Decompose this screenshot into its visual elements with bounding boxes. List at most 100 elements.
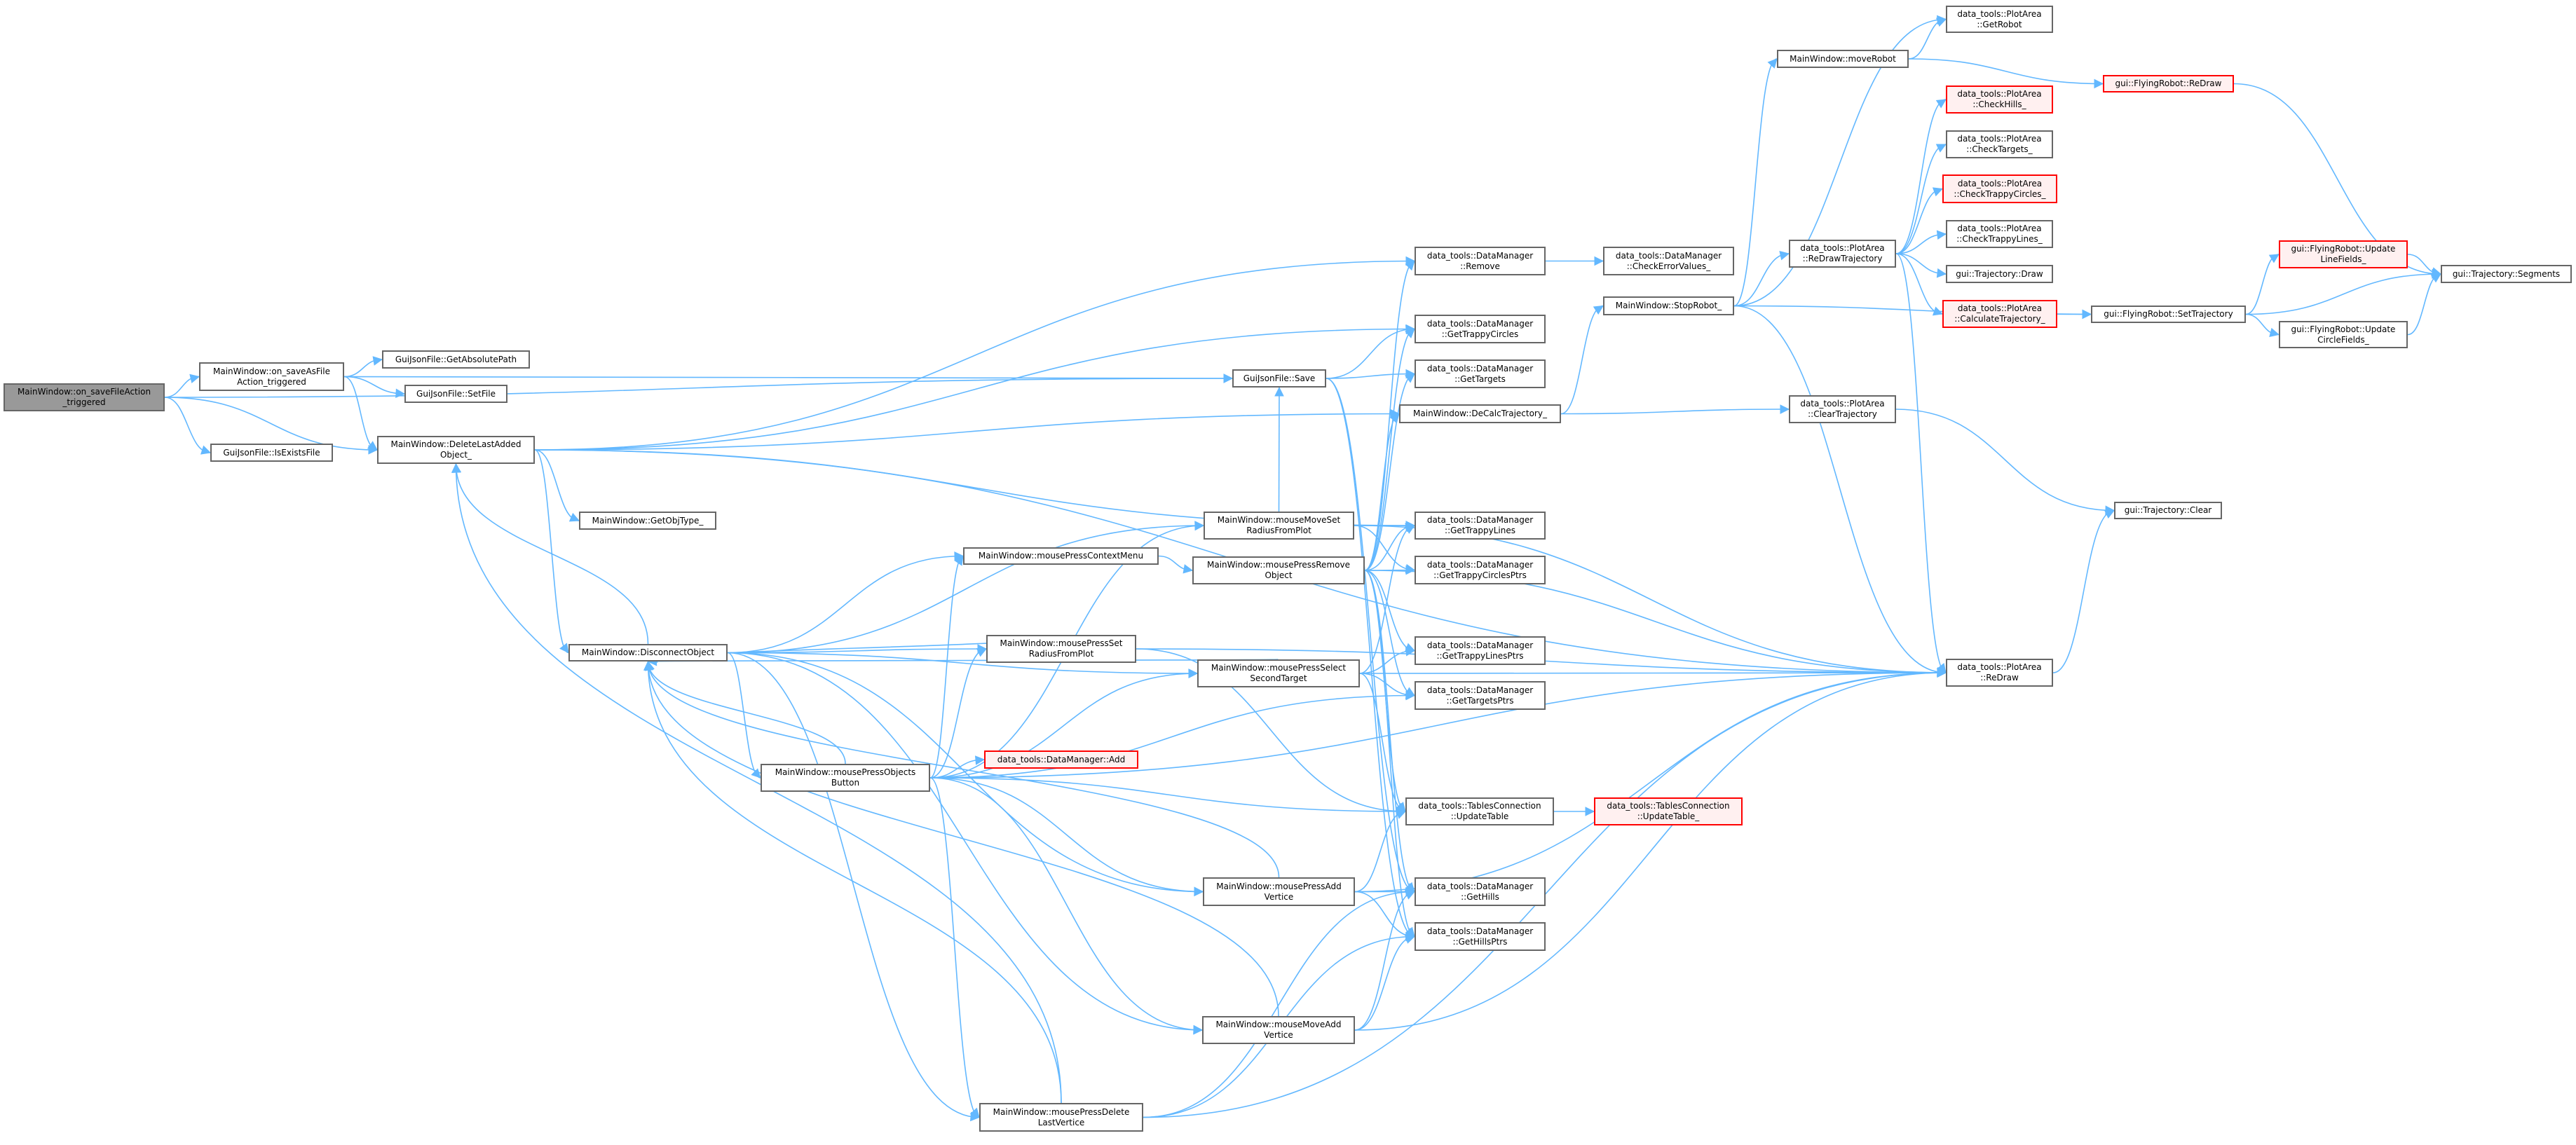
node-remove[interactable]: data_tools::DataManager ::Remove	[1415, 247, 1546, 275]
edge-objButton-to-targetsPtrs	[929, 694, 1415, 779]
node-hills-ptrs[interactable]: data_tools::DataManager ::GetHillsPtrs	[1415, 922, 1546, 951]
node-move-add-vertice[interactable]: MainWindow::mouseMoveAdd Vertice	[1202, 1016, 1355, 1044]
node-save-as-file[interactable]: MainWindow::on_saveAsFile Action_trigger…	[199, 362, 344, 391]
node-remove-obj[interactable]: MainWindow::mousePressRemove Object	[1192, 556, 1365, 584]
node-delete-last-vertice[interactable]: MainWindow::mousePressDelete LastVertice	[979, 1103, 1143, 1132]
edge-disconnect-to-moveAddVertice	[727, 652, 1203, 1031]
node-re-draw-traj[interactable]: data_tools::PlotArea ::ReDrawTrajectory	[1789, 240, 1896, 268]
node-delete-last[interactable]: MainWindow::DeleteLastAdded Object_	[377, 436, 535, 464]
node-targets[interactable]: data_tools::DataManager ::GetTargets	[1415, 359, 1546, 388]
node-trappy-lines-ptrs[interactable]: data_tools::DataManager ::GetTrappyLines…	[1415, 636, 1546, 665]
arrowhead-icon	[1194, 521, 1205, 531]
arrowhead-icon	[559, 643, 569, 654]
edge-objButton-to-updateTable	[929, 777, 1406, 812]
edge-moveAddVertice-to-hillsPtrs	[1354, 935, 1415, 1031]
node-targets-ptrs[interactable]: data_tools::DataManager ::GetTargetsPtrs	[1415, 681, 1546, 710]
node-trappy-lines[interactable]: data_tools::DataManager ::GetTrappyLines	[1415, 512, 1546, 540]
arrowhead-icon	[1936, 230, 1947, 240]
edge-objButton-to-ctxMenu	[929, 555, 964, 779]
arrowhead-icon	[1936, 268, 1947, 278]
node-update-table-u[interactable]: data_tools::TablesConnection ::UpdateTab…	[1594, 797, 1743, 825]
node-set-file[interactable]: GuiJsonFile::SetFile	[404, 385, 507, 403]
arrowhead-icon	[1935, 99, 1947, 109]
edge-disconnect-to-addVertice	[727, 652, 1204, 893]
arrowhead-icon	[954, 555, 964, 566]
arrowhead-icon	[976, 648, 988, 657]
node-segments[interactable]: gui::Trajectory::Segments	[2441, 265, 2572, 283]
arrowhead-icon	[1932, 306, 1944, 316]
edge-deleteLast-to-getObjType	[534, 449, 580, 521]
node-get-robot[interactable]: data_tools::PlotArea ::GetRobot	[1946, 6, 2053, 33]
node-move-set-radius[interactable]: MainWindow::mouseMoveSet RadiusFromPlot	[1204, 512, 1354, 540]
edge-pressSetRadius-to-updateTable	[1136, 648, 1406, 812]
edge-moveSetRadius-to-save	[1278, 387, 1280, 512]
arrowhead-icon	[1594, 256, 1604, 266]
node-obj-button[interactable]: MainWindow::mousePressObjects Button	[761, 764, 930, 792]
node-check-hills[interactable]: data_tools::PlotArea ::CheckHills_	[1946, 85, 2053, 114]
edge-disconnect-to-deleteLast	[455, 463, 649, 645]
node-move-robot[interactable]: MainWindow::moveRobot	[1777, 50, 1909, 68]
node-check-err[interactable]: data_tools::DataManager ::CheckErrorValu…	[1603, 247, 1734, 275]
edge-saveAsFile-to-save	[343, 376, 1233, 379]
arrowhead-icon	[2104, 509, 2115, 519]
arrowhead-icon	[1780, 404, 1790, 414]
arrowhead-icon	[1405, 328, 1415, 338]
node-get-abs-path[interactable]: GuiJsonFile::GetAbsolutePath	[382, 350, 530, 369]
node-trappy-circles-ptrs[interactable]: data_tools::DataManager ::GetTrappyCircl…	[1415, 556, 1546, 584]
arrowhead-icon	[1405, 260, 1415, 271]
node-set-traj[interactable]: gui::FlyingRobot::SetTrajectory	[2091, 306, 2246, 323]
node-hills[interactable]: data_tools::DataManager ::GetHills	[1415, 877, 1546, 906]
node-ctx-menu[interactable]: MainWindow::mousePressContextMenu	[963, 547, 1159, 565]
edge-reDrawTraj-to-checkHills	[1895, 99, 1947, 254]
node-plot-re-draw[interactable]: data_tools::PlotArea ::ReDraw	[1946, 659, 2053, 687]
node-clear-traj[interactable]: data_tools::PlotArea ::ClearTrajectory	[1789, 395, 1896, 423]
arrowhead-icon	[1935, 144, 1947, 153]
edge-deCalc-to-clearTraj	[1560, 409, 1790, 415]
node-stop-robot[interactable]: MainWindow::StopRobot_	[1603, 296, 1734, 315]
arrowhead-icon	[1937, 668, 1947, 678]
node-press-set-radius[interactable]: MainWindow::mousePressSet RadiusFromPlot	[986, 635, 1136, 663]
edge-reDrawTraj-to-checkTargets	[1895, 144, 1947, 254]
edge-objButton-to-moveAddVertice	[929, 777, 1203, 1031]
node-upd-line[interactable]: gui::FlyingRobot::Update LineFields_	[2279, 240, 2408, 268]
arrowhead-icon	[1405, 887, 1416, 897]
node-disconnect[interactable]: MainWindow::DisconnectObject	[568, 644, 728, 661]
node-de-calc[interactable]: MainWindow::DeCalcTrajectory_	[1399, 404, 1561, 423]
edge-moveRobot-to-robotReDraw	[1908, 58, 2104, 85]
node-calc-traj[interactable]: data_tools::PlotArea ::CalculateTrajecto…	[1942, 300, 2057, 328]
arrowhead-icon	[372, 356, 383, 366]
node-check-trappy-lines[interactable]: data_tools::PlotArea ::CheckTrappyLines_	[1946, 220, 2053, 248]
node-trappy-circles[interactable]: data_tools::DataManager ::GetTrappyCircl…	[1415, 315, 1546, 343]
arrowhead-icon	[395, 388, 406, 399]
arrowhead-icon	[1274, 386, 1284, 397]
node-add-vertice[interactable]: MainWindow::mousePressAdd Vertice	[1203, 877, 1355, 906]
node-is-exists[interactable]: GuiJsonFile::IsExistsFile	[210, 444, 333, 462]
node-save[interactable]: GuiJsonFile::Save	[1232, 369, 1326, 388]
edge-saveFile-to-deleteLast	[164, 397, 378, 451]
node-check-targets[interactable]: data_tools::PlotArea ::CheckTargets_	[1946, 130, 2053, 158]
arrowhead-icon	[367, 441, 378, 451]
node-select-second[interactable]: MainWindow::mousePressSelect SecondTarge…	[1197, 659, 1360, 687]
node-robot-re-draw[interactable]: gui::FlyingRobot::ReDraw	[2103, 75, 2234, 92]
node-get-obj-type[interactable]: MainWindow::GetObjType_	[579, 512, 716, 530]
arrowhead-icon	[189, 373, 200, 384]
arrowhead-icon	[1395, 810, 1407, 819]
edge-selectSecond-to-trappyLines	[1359, 525, 1415, 674]
node-traj-draw[interactable]: gui::Trajectory::Draw	[1946, 265, 2053, 283]
node-upd-circle[interactable]: gui::FlyingRobot::Update CircleFields_	[2279, 321, 2408, 348]
edge-disconnect-to-selectSecond	[727, 652, 1198, 674]
node-update-table[interactable]: data_tools::TablesConnection ::UpdateTab…	[1405, 797, 1554, 825]
edge-deleteLastVertice-to-hills	[1143, 891, 1415, 1118]
edge-disconnect-to-ctxMenu	[727, 555, 964, 654]
node-traj-clear[interactable]: gui::Trajectory::Clear	[2114, 502, 2222, 519]
node-dm-add[interactable]: data_tools::DataManager::Add	[984, 750, 1138, 769]
edge-addVertice-to-disconnect	[647, 661, 1280, 878]
edge-objButton-to-addVertice	[929, 777, 1204, 893]
edge-save-to-hillsPtrs	[1326, 378, 1415, 938]
edge-selectSecond-to-updateTable	[1359, 673, 1406, 812]
node-check-trappy-circles[interactable]: data_tools::PlotArea ::CheckTrappyCircle…	[1942, 174, 2057, 203]
edge-moveAddVertice-to-disconnect	[647, 661, 1279, 1017]
arrowhead-icon	[2269, 327, 2280, 338]
node-save-file[interactable]: MainWindow::on_saveFileAction _triggered	[4, 383, 165, 411]
